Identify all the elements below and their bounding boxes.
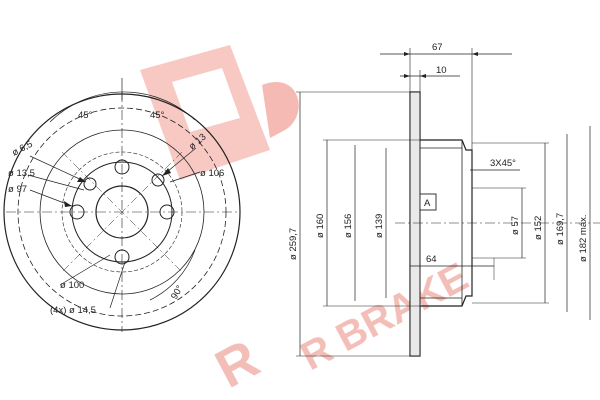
label-depth-64: 64 — [426, 254, 437, 265]
label-angle-left: 45° — [78, 110, 93, 121]
arrowhead — [420, 74, 426, 78]
label-dia-100: ø 100 — [60, 280, 84, 291]
disc-friction-ring — [409, 91, 421, 357]
label-dia-160: ø 160 — [315, 214, 326, 238]
arrowhead — [64, 201, 72, 207]
arrowhead — [77, 177, 86, 182]
label-pcd-outer: ø 13,5 — [8, 168, 35, 179]
arrowhead — [404, 52, 410, 56]
angle-arc-90 — [149, 249, 196, 301]
datum-box — [419, 193, 437, 211]
label-pcd-106: ø 106 — [200, 168, 224, 179]
arrowhead — [472, 52, 478, 56]
thread-hole — [83, 177, 97, 191]
thread-hole — [151, 173, 165, 187]
label-datum: A — [424, 198, 431, 209]
label-angle-right: 45° — [150, 110, 165, 121]
label-dia-182-max: ø 182 máx. — [578, 214, 589, 262]
watermark-brand-text: R BRAKE — [294, 255, 476, 379]
label-dia-259-7: ø 259,7 — [288, 228, 299, 260]
label-dia-156: ø 156 — [343, 214, 354, 238]
label-thickness-10: 10 — [436, 65, 447, 76]
leader-line — [59, 254, 111, 286]
label-chamfer: 3X45° — [490, 158, 516, 169]
watermark: R R BRAKE — [140, 45, 475, 400]
leader-line — [27, 174, 85, 191]
label-hole-dia: ø 6,5 — [10, 139, 34, 159]
label-dia-169-7: ø 169,7 — [555, 213, 566, 245]
leader-line — [109, 261, 126, 309]
section-view: 67 10 ø 259,7 ø 160 ø 156 ø 139 ø 57 ø 1… — [288, 42, 600, 357]
leader-line — [169, 171, 201, 183]
label-dia-139: ø 139 — [374, 214, 385, 238]
label-holes-spec: (4x) ø 14,5 — [50, 305, 96, 316]
label-angle-90: 90° — [169, 283, 186, 301]
arrowhead — [404, 74, 410, 78]
watermark-logo-letter: R — [206, 328, 269, 399]
front-view: 45° 45° ø 6,5 ø 13 ø 13,5 ø 106 ø 97 ø 1… — [3, 78, 241, 332]
centerline-diagonal — [61, 151, 183, 273]
brand-logo — [140, 45, 299, 180]
arrowhead — [162, 168, 171, 176]
label-width-67: 67 — [432, 42, 443, 53]
label-dia-57: ø 57 — [510, 216, 521, 235]
label-dia-97: ø 97 — [8, 184, 27, 195]
label-dia-152: ø 152 — [533, 216, 544, 240]
leader-line — [29, 155, 87, 183]
